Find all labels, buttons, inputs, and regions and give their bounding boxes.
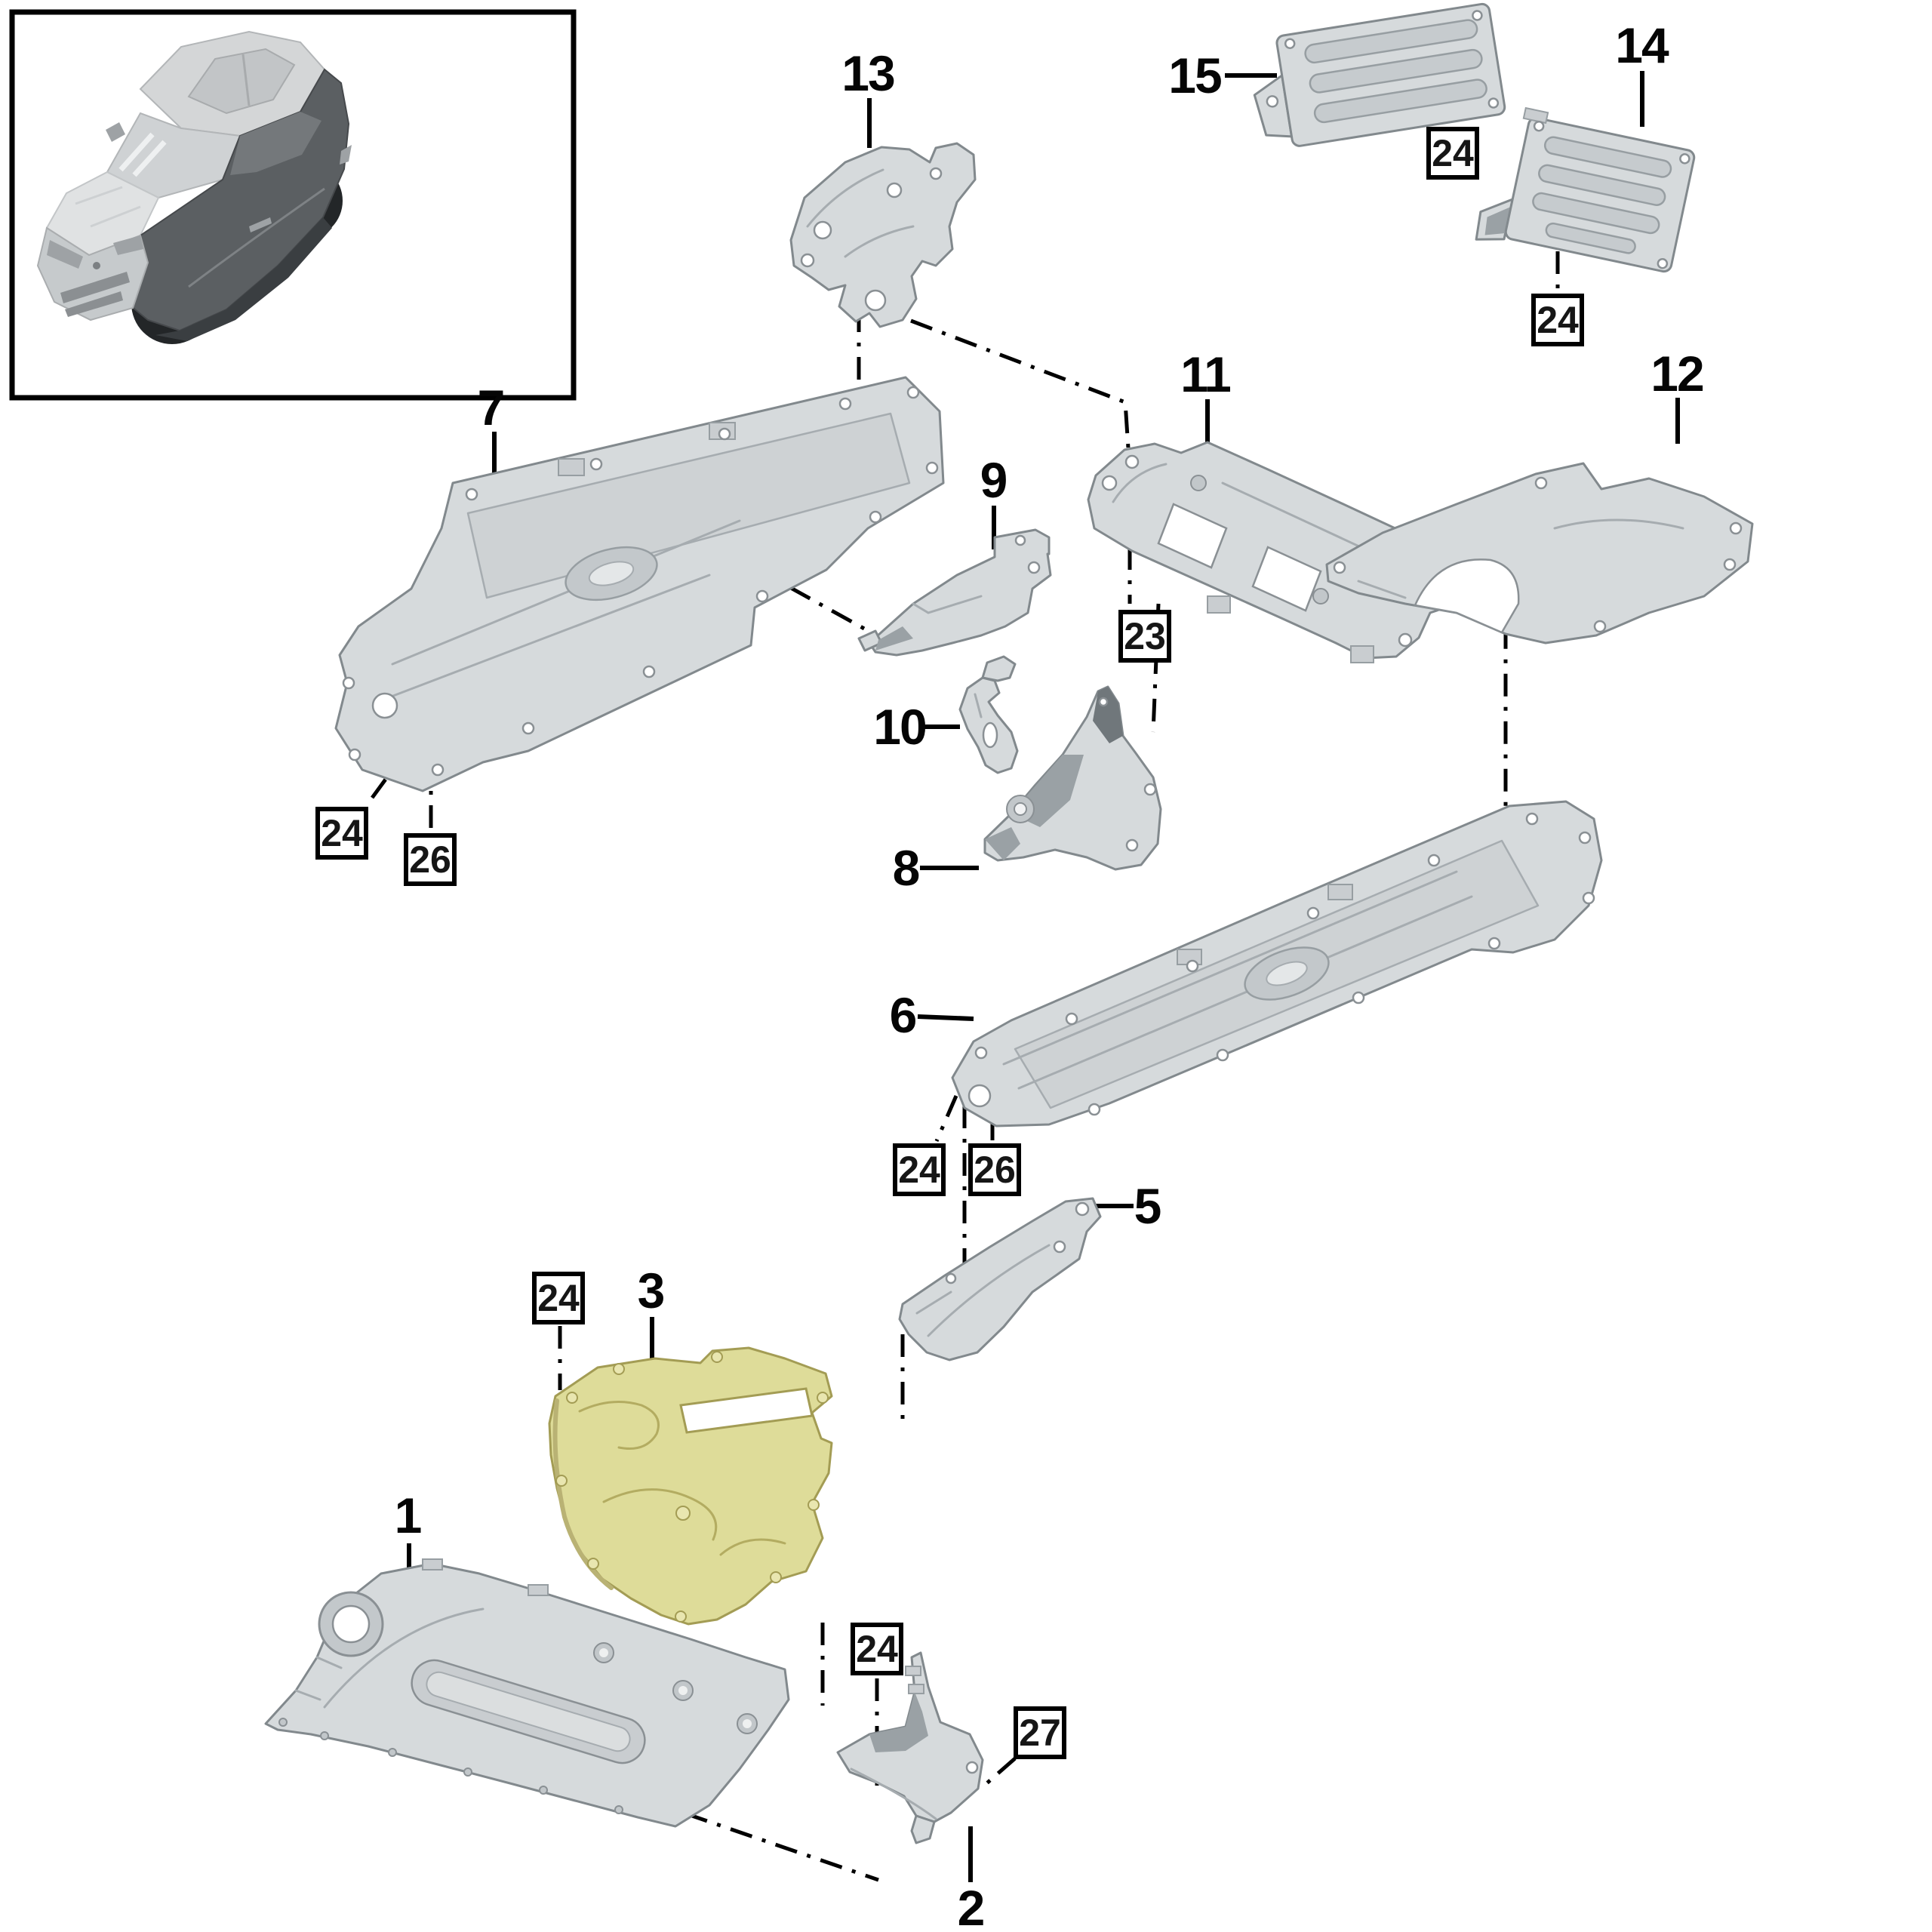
ref-box-label: 24 (898, 1149, 940, 1191)
callout-5[interactable]: 5 (1134, 1178, 1162, 1234)
vehicle-suv-3d-icon (36, 30, 352, 344)
part-8-shape[interactable] (983, 685, 1162, 871)
callout-2[interactable]: 2 (957, 1880, 986, 1932)
part-2-shape[interactable] (836, 1651, 984, 1844)
part-10-shape[interactable] (958, 655, 1019, 774)
callout-3[interactable]: 3 (637, 1263, 666, 1318)
part-3-shape-highlighted[interactable] (548, 1346, 833, 1626)
callout-11[interactable]: 11 (1180, 346, 1232, 402)
ref-box-label: 26 (409, 838, 451, 881)
ref-box-24-under-part-7[interactable]: 24 (315, 807, 368, 860)
callout-1[interactable]: 1 (394, 1487, 423, 1543)
ref-box-label: 24 (1537, 299, 1579, 341)
part-5-shape[interactable] (898, 1197, 1102, 1361)
ref-box-24-near-part-3[interactable]: 24 (532, 1272, 585, 1324)
ref-box-label: 26 (974, 1149, 1016, 1191)
ref-box-24-near-part-2[interactable]: 24 (851, 1623, 903, 1675)
ref-box-label: 24 (321, 812, 363, 854)
ref-box-24-under-part-6[interactable]: 24 (893, 1143, 946, 1196)
callout-14[interactable]: 14 (1615, 17, 1669, 73)
callout-10[interactable]: 10 (873, 699, 927, 755)
callout-13[interactable]: 13 (841, 45, 895, 101)
callout-15[interactable]: 15 (1168, 48, 1222, 103)
part-9-shape[interactable] (857, 528, 1052, 657)
vehicle-thumbnail-box (9, 9, 577, 401)
ref-box-24-under-part-15[interactable]: 24 (1426, 127, 1479, 180)
part-13-shape[interactable] (789, 142, 977, 328)
callout-8[interactable]: 8 (892, 840, 921, 896)
ref-box-23-under-part-11[interactable]: 23 (1118, 610, 1171, 663)
ref-box-label: 24 (856, 1628, 898, 1670)
part-7-shape[interactable] (334, 376, 945, 792)
callout-7[interactable]: 7 (477, 380, 506, 435)
part-12-shape[interactable] (1325, 462, 1754, 645)
ref-box-label: 24 (1432, 132, 1474, 174)
part-1-shape[interactable] (264, 1558, 790, 1828)
callout-9[interactable]: 9 (980, 452, 1008, 508)
leader-lines (407, 71, 1680, 1882)
ref-box-24-under-part-14[interactable]: 24 (1531, 294, 1584, 346)
ref-box-27-near-part-2[interactable]: 27 (1014, 1706, 1066, 1759)
callout-6[interactable]: 6 (889, 987, 918, 1043)
ref-box-label: 23 (1124, 615, 1166, 657)
callout-12[interactable]: 12 (1651, 346, 1704, 401)
ref-box-26-under-part-7[interactable]: 26 (404, 833, 457, 886)
part-15-shape[interactable] (1246, 2, 1506, 152)
ref-box-26-under-part-6[interactable]: 26 (968, 1143, 1021, 1196)
part-6-shape[interactable] (951, 800, 1603, 1128)
ref-box-label: 24 (537, 1277, 580, 1319)
ref-box-label: 27 (1019, 1712, 1061, 1754)
part-14-shape[interactable] (1475, 103, 1697, 280)
